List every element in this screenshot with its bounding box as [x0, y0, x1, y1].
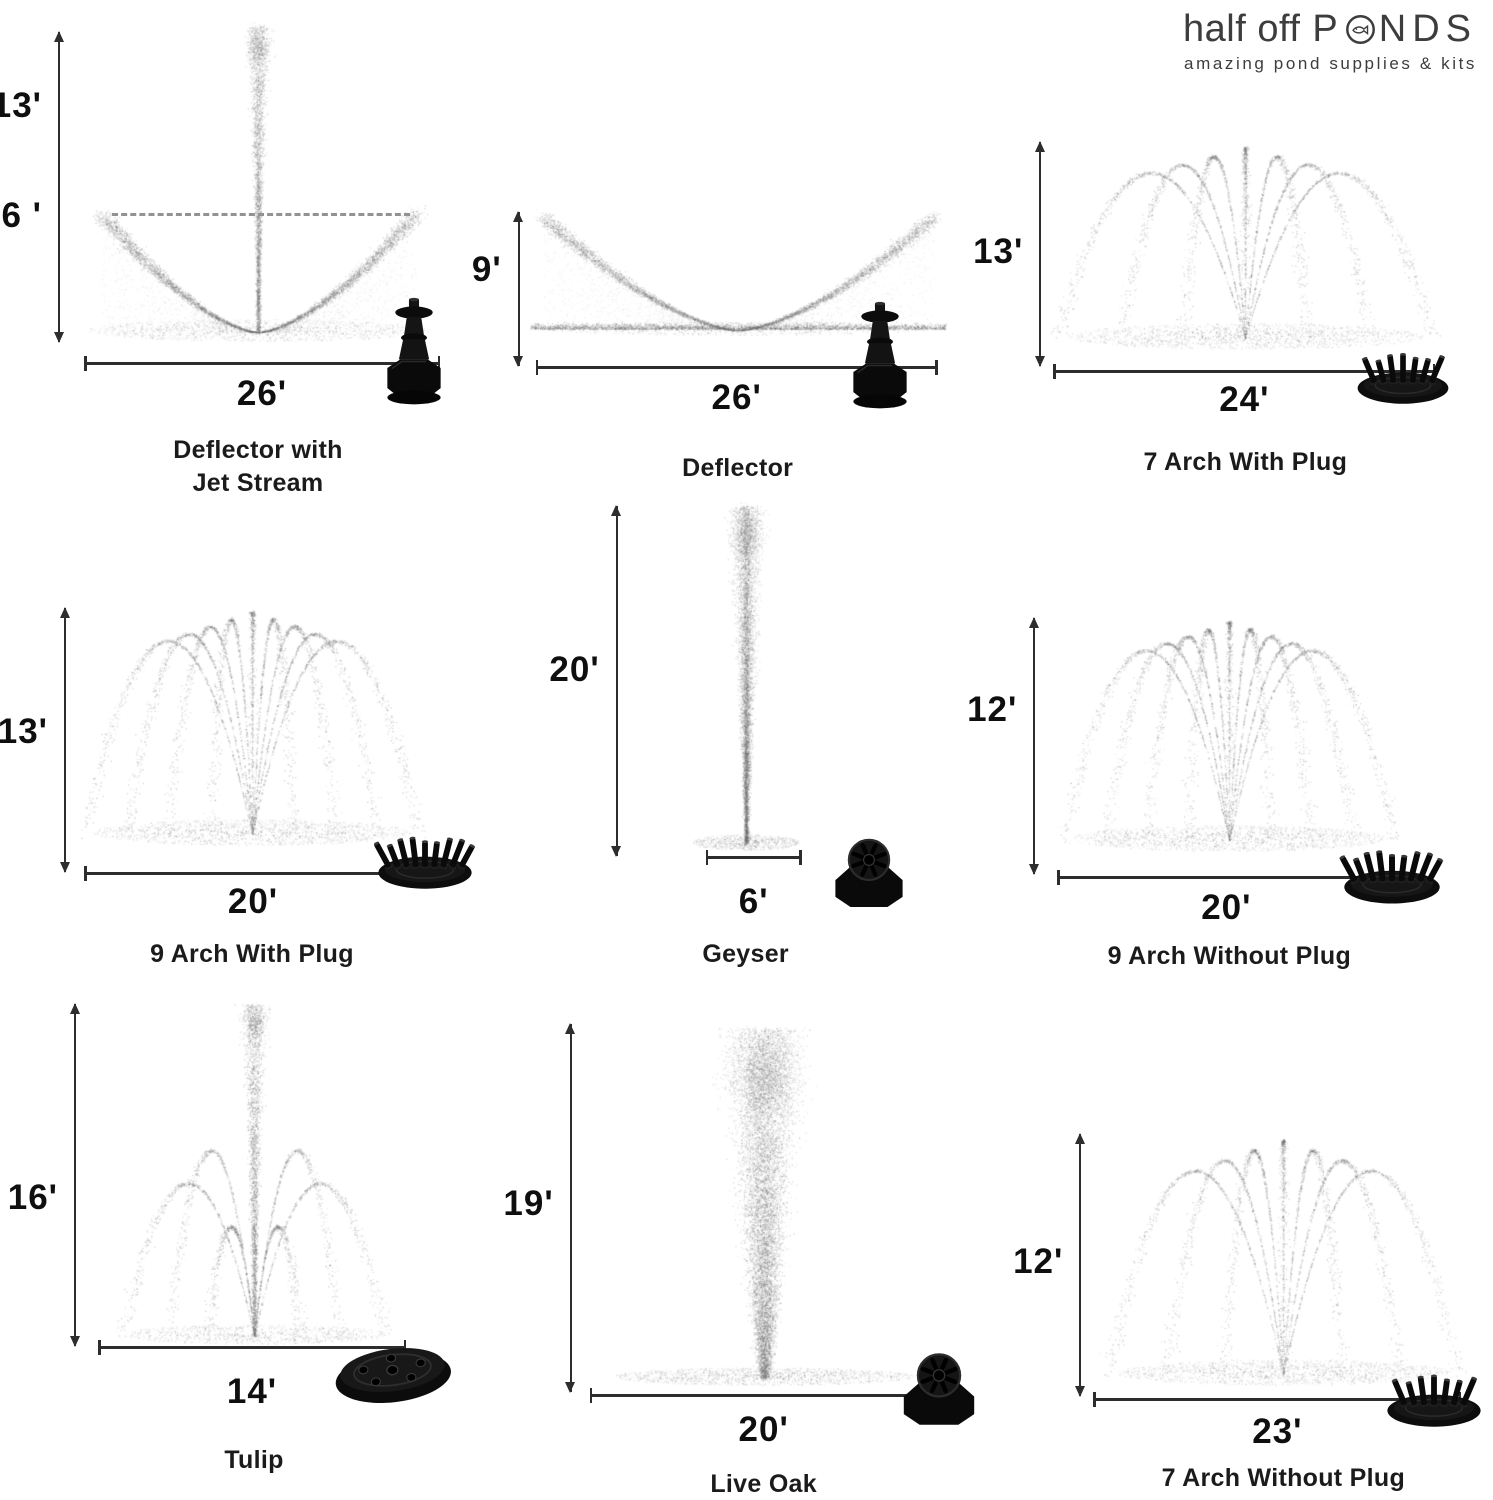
fountain-spray-illustration [995, 0, 1493, 500]
fountain-name: 9 Arch With Plug [150, 940, 354, 968]
width-value: 14' [226, 1372, 278, 1411]
fountain-name: 7 Arch With Plug [1143, 448, 1348, 476]
panel-9-arch-without-plug: 12' 20' 9 Arch Without Plug [967, 500, 1493, 1000]
height-dimension-line [53, 31, 64, 343]
panel-7-arch-with-plug: 13' 24' 7 Arch With Plug [973, 0, 1493, 500]
height-value: 9' [471, 250, 502, 289]
geyser-nozzle-image [903, 1353, 974, 1425]
width-value: 26' [236, 374, 288, 413]
brand-name-prefix: half off [1183, 8, 1301, 50]
fish-in-circle-icon [1345, 15, 1375, 44]
fountain-name: Geyser [702, 940, 789, 968]
arch-7-nozzle-image [1357, 352, 1449, 404]
width-dimension-line [84, 357, 440, 370]
secondary-height-value: 6 ' [1, 196, 42, 235]
secondary-height-dashed-line [112, 213, 410, 216]
panel-deflector-with-jet-stream: 13' 6 ' 26' Deflector with Jet Stream [0, 0, 498, 500]
width-value: 23' [1252, 1412, 1303, 1451]
panel-9-arch-with-plug: 13' 20' 9 Arch With Plug [0, 500, 498, 1000]
fountain-name: Tulip [224, 1446, 284, 1474]
brand-letter-p: P [1312, 8, 1344, 50]
width-value: 6' [738, 882, 769, 921]
brand-name: half off P NDS [1183, 8, 1477, 51]
width-dimension-line [589, 1389, 938, 1402]
arch-7-nozzle-image [1387, 1374, 1481, 1427]
fountain-spray-illustration [995, 500, 1493, 1000]
height-value: 13' [973, 232, 1024, 271]
fountain-spray-illustration [497, 500, 996, 1000]
width-value: 26' [711, 378, 762, 417]
panel-tulip: 16' 14' Tulip [0, 1000, 498, 1500]
fountain-spray-illustration [0, 0, 498, 500]
fountain-name: Deflector with Jet Stream [173, 436, 343, 497]
fountain-spray-illustration [0, 500, 498, 1000]
width-dimension-line [535, 361, 938, 374]
fountain-spray-illustration [497, 0, 996, 500]
brand-name-ponds: P NDS [1312, 8, 1477, 51]
height-dimension-line [611, 505, 622, 857]
fountain-name: 9 Arch Without Plug [1107, 942, 1352, 970]
deflector-nozzle-image [387, 297, 441, 405]
panel-geyser: 20' 6' Geyser [497, 500, 996, 1000]
brand-logo: half off P NDS amazing pond supplies & ki… [1183, 8, 1477, 74]
fountain-name: 7 Arch Without Plug [1161, 1464, 1406, 1492]
fountain-spray-illustration [0, 1000, 498, 1500]
panel-deflector: 9' 26' Deflector [472, 0, 996, 500]
height-dimension-line [1034, 141, 1045, 367]
brand-letters-nds: NDS [1378, 8, 1477, 50]
height-value: 16' [7, 1178, 58, 1217]
arch-9-nozzle-image [1339, 850, 1444, 904]
width-value: 20' [227, 882, 279, 921]
width-value: 24' [1219, 380, 1270, 419]
height-value: 20' [549, 650, 600, 689]
height-value: 19' [503, 1184, 554, 1223]
width-value: 20' [738, 1410, 789, 1449]
width-dimension-line [84, 867, 422, 880]
fountain-name: Live Oak [710, 1470, 817, 1498]
brand-tagline: amazing pond supplies & kits [1184, 54, 1477, 73]
height-dimension-line [513, 211, 524, 367]
width-dimension-line [705, 851, 802, 864]
deflector-nozzle-image [853, 301, 907, 409]
panel-7-arch-without-plug: 12' 23' 7 Arch Without Plug [995, 1000, 1493, 1500]
arch-9-nozzle-image [374, 836, 476, 889]
height-dimension-line [565, 1023, 576, 1393]
width-value: 20' [1201, 888, 1252, 927]
height-value: 12' [967, 690, 1018, 729]
height-dimension-line [1028, 617, 1039, 875]
height-value: 13' [0, 86, 42, 125]
tulip-nozzle-image [335, 1348, 451, 1403]
height-dimension-line [1074, 1133, 1085, 1397]
geyser-nozzle-image [835, 838, 903, 907]
panel-live-oak: 19' 20' Live Oak [497, 1000, 996, 1500]
height-value: 12' [1013, 1242, 1064, 1281]
fountain-name: Deflector [682, 454, 794, 482]
width-dimension-line [98, 1341, 406, 1354]
height-dimension-line [69, 1003, 80, 1347]
height-value: 13' [0, 712, 48, 751]
height-dimension-line [59, 607, 70, 873]
